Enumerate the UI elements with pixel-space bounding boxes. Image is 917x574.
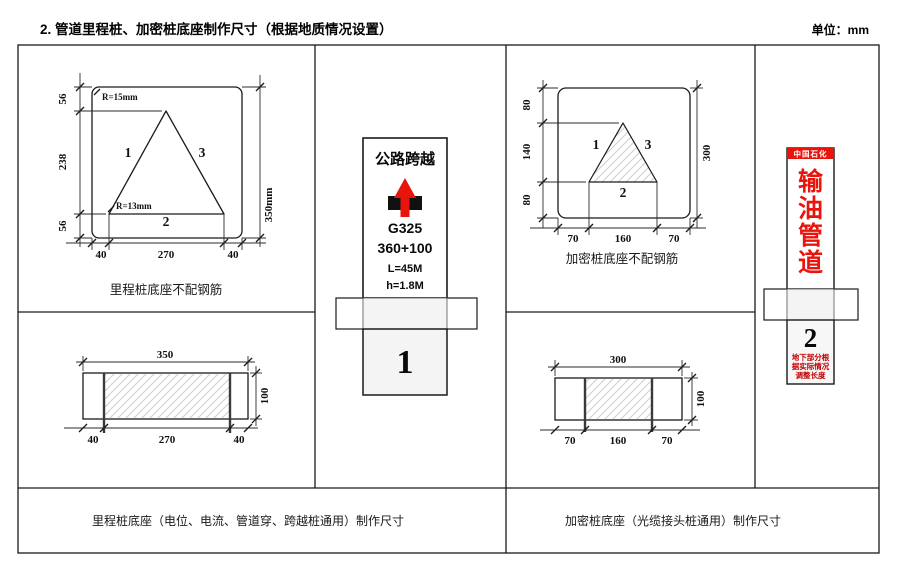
table-grid	[17, 44, 880, 554]
dim-bottom-left: 70	[565, 435, 577, 447]
dim-bottom-left: 40	[96, 249, 108, 261]
page-title: 2. 管道里程桩、加密桩底座制作尺寸（根据地质情况设置）	[40, 21, 393, 37]
milestone-base-note: 里程桩底座不配钢筋	[110, 282, 223, 297]
dim-left-mid: 238	[57, 153, 69, 170]
stake-number: 360+100	[378, 240, 433, 256]
dim-left-top: 80	[521, 99, 533, 111]
dim-bottom-right: 70	[662, 435, 674, 447]
pipeline-char-1: 输	[798, 167, 824, 196]
extension-lines	[74, 86, 266, 250]
brand-label: 中国石化	[794, 149, 828, 159]
dim-right-total: 300	[701, 144, 713, 161]
pipeline-char-4: 道	[798, 248, 823, 277]
radius-top-label: R=15mm	[102, 92, 138, 102]
dim-left-top: 56	[57, 93, 69, 105]
dim-left-bottom: 56	[57, 220, 69, 232]
marker-post-1: 公路跨越 G325 360+100 L=45M h=1.8M 1	[335, 137, 478, 396]
up-arrow-icon	[394, 178, 416, 217]
part-label-1: 1	[593, 137, 600, 152]
dim-bottom-left: 40	[88, 434, 100, 446]
hatch-area	[586, 379, 651, 419]
unit-label: 单位：mm	[812, 22, 869, 37]
extension-lines	[537, 87, 703, 235]
section-outline	[554, 377, 683, 421]
base-plate-outline	[557, 87, 691, 219]
dim-right-total: 350mm	[263, 188, 275, 223]
base-plate-outline	[91, 86, 243, 239]
densified-base-note: 加密桩底座不配钢筋	[566, 251, 679, 266]
part-label-2: 2	[620, 185, 627, 200]
densified-base-section-diagram: 300 100 70 160 70	[540, 354, 707, 447]
milestone-base-top-diagram: 56 238 56 350mm 40 270 40 R=15mm R=13mm …	[57, 73, 275, 297]
dim-right: 100	[695, 390, 707, 407]
triangle-outline	[588, 122, 658, 183]
dimension-lines	[64, 361, 258, 429]
base-note-line-1: 地下部分根	[792, 352, 830, 362]
marker-post-2: 中国石化 输 油 管 道 2 地下部分根 据实际情况 调整长度	[763, 147, 859, 385]
milestone-base-section-diagram: 350 100 40 270 40	[64, 349, 271, 446]
part-label-3: 3	[645, 137, 652, 152]
sign-body	[786, 147, 835, 290]
base-note-line-2: 据实际情况	[792, 361, 830, 371]
radius-bottom-label: R=13mm	[116, 201, 152, 211]
dim-bottom-right: 40	[234, 434, 246, 446]
brand-band	[787, 148, 834, 159]
dim-top: 300	[610, 354, 627, 366]
sign-title: 公路跨越	[375, 150, 436, 168]
dimension-lines	[540, 366, 700, 431]
road-code: G325	[388, 220, 422, 236]
dim-bottom-right: 40	[228, 249, 240, 261]
section-outline	[82, 372, 249, 420]
dim-bottom-mid: 160	[610, 435, 627, 447]
dim-bottom-mid: 160	[615, 233, 632, 245]
dim-right: 100	[259, 387, 271, 404]
extension-lines	[554, 360, 698, 421]
post-base	[786, 319, 835, 385]
dimension-ticks	[75, 82, 265, 248]
part-label-2: 2	[163, 214, 170, 229]
milestone-caption: 里程桩底座（电位、电流、管道穿、跨越桩通用）制作尺寸	[92, 513, 404, 528]
hatch-area	[105, 374, 229, 418]
dimension-ticks	[538, 83, 702, 233]
dim-bottom-mid: 270	[158, 249, 175, 261]
cross-bar-overlap	[786, 288, 835, 321]
part-label-3: 3	[199, 145, 206, 160]
sign-body	[362, 137, 448, 299]
dimension-lines	[66, 73, 266, 247]
base-note-line-3: 调整长度	[796, 370, 826, 380]
post-base	[362, 328, 448, 396]
dim-left-bottom: 80	[521, 194, 533, 206]
dim-bottom-mid: 270	[159, 434, 176, 446]
dimension-lines	[530, 80, 706, 229]
dim-bottom-right: 70	[669, 233, 681, 245]
post-number: 1	[397, 344, 414, 381]
post-number: 2	[804, 323, 818, 353]
length-spec: L=45M	[388, 263, 423, 275]
part-label-1: 1	[125, 145, 132, 160]
pipeline-char-2: 油	[798, 195, 823, 223]
dim-left-mid: 140	[521, 143, 533, 160]
dim-bottom-left: 70	[568, 233, 580, 245]
triangle-outline	[108, 110, 225, 215]
height-spec: h=1.8M	[386, 280, 424, 292]
pipeline-char-3: 管	[798, 221, 823, 250]
cross-bar-overlap	[362, 297, 448, 330]
densified-base-top-diagram: 80 140 80 300 70 160 70 1 3 2 加密桩底座不配钢筋	[521, 80, 713, 266]
dimension-ticks	[78, 357, 261, 433]
dimension-ticks	[550, 362, 697, 435]
dim-top: 350	[157, 349, 174, 361]
densified-caption: 加密桩底座（光缆接头桩通用）制作尺寸	[565, 513, 781, 528]
